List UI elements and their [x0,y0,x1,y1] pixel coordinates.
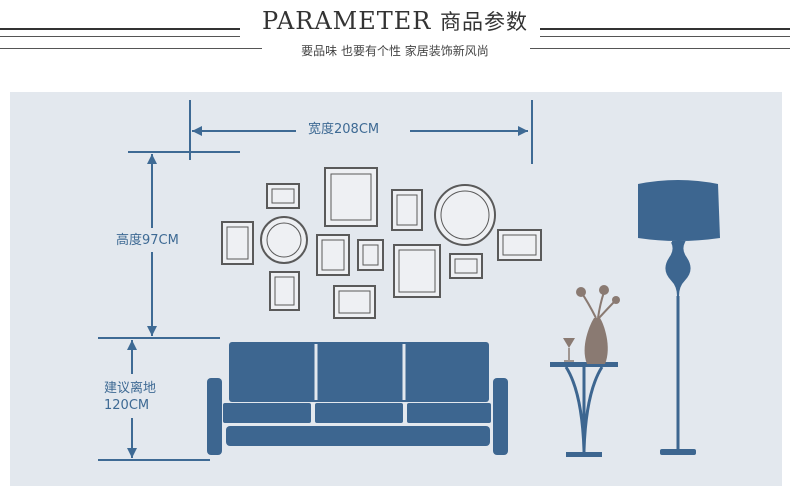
width-dimension [189,100,533,164]
frame-round-large [434,184,496,246]
frame-landscape-right [497,229,542,261]
header-rule-right-thin [540,36,790,37]
height-label: 高度97CM [114,232,181,249]
frame-portrait-left [221,221,254,265]
height-dimension [98,151,240,339]
frame-tall-center [324,167,378,227]
header-rule-right [540,28,790,30]
width-arrow-right [518,126,528,136]
ground-arrow-bottom [127,448,137,458]
header: PARAMETER 商品参数 要品味 也要有个性 家居装饰新风尚 [0,0,790,70]
height-arrow-top [147,154,157,164]
page-title-en: PARAMETER [261,7,432,35]
width-arrow-left [192,126,202,136]
frame-landscape-bottom [333,285,376,319]
frame-square-center [393,244,441,298]
frame-small-top-left [266,183,300,209]
frame-small-portrait-top [391,189,423,231]
frame-small-mid [357,239,384,271]
ground-label-line2: 120CM [104,398,150,413]
floor-lamp-icon [638,180,720,455]
frame-round-small [260,216,308,264]
ground-dimension [98,340,210,461]
sofa-icon [207,342,508,455]
page-title-cn: 商品参数 [440,10,528,34]
page-title: PARAMETER 商品参数 [0,6,790,36]
frame-small-right [449,253,483,279]
frame-portrait-mid [316,234,350,276]
page-subtitle: 要品味 也要有个性 家居装饰新风尚 [301,44,489,58]
illustration-panel: 宽度208CM 高度97CM 建议离地 120CM [10,92,782,486]
width-label: 宽度208CM [306,121,382,138]
ground-arrow-top [127,340,137,350]
vase-icon [563,285,620,364]
ground-label: 建议离地 120CM [102,380,159,414]
subtitle-rule-left [0,48,262,49]
ground-label-line1: 建议离地 [104,381,157,396]
frame-portrait-bottom-left [269,271,300,311]
frame-gallery [221,167,542,319]
side-table-icon [550,362,618,457]
room-illustration [98,100,720,461]
height-arrow-bottom [147,326,157,336]
subtitle-rule-right [530,48,790,49]
header-rule-left-thin [0,36,240,37]
header-rule-left [0,28,240,30]
